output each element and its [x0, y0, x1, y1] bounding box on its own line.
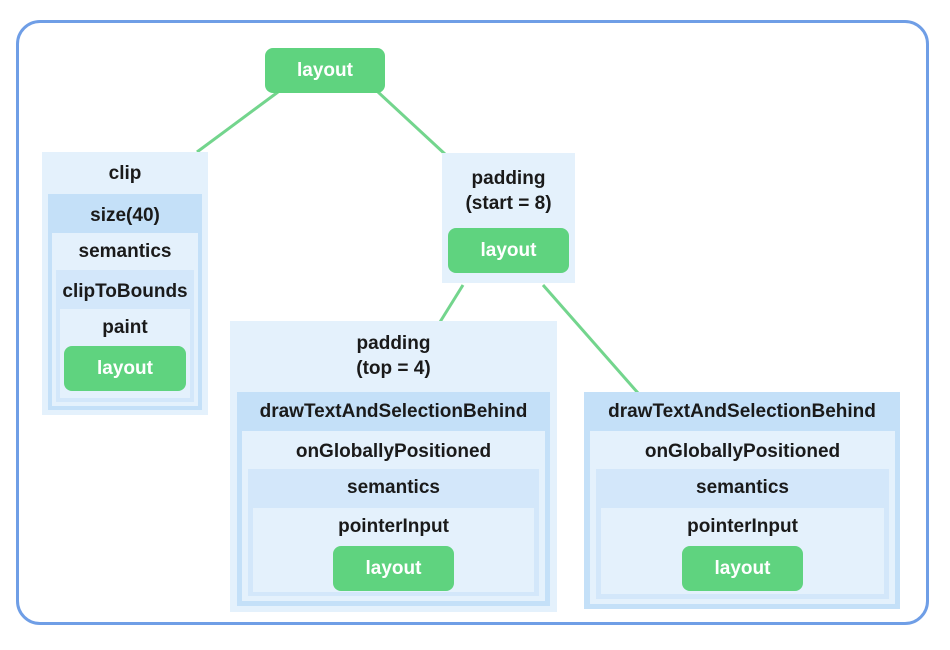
- draw-text-label-right: drawTextAndSelectionBehind: [608, 401, 876, 422]
- root-layout-node: layout: [265, 48, 385, 93]
- pointer-label-right: pointerInput: [687, 516, 798, 537]
- padding-start-layout-node: layout: [448, 228, 569, 273]
- clip-label: clip: [108, 163, 142, 184]
- size-label: size(40): [90, 205, 160, 226]
- right-layout-node: layout: [682, 546, 803, 591]
- edge-padding-to-right: [541, 284, 640, 394]
- edge-padding-to-mid: [438, 284, 465, 323]
- edge-root-left: [196, 90, 279, 154]
- clip-to-bounds-label: clipToBounds: [62, 281, 188, 302]
- left-layout-node: layout: [64, 346, 186, 391]
- globally-label-mid: onGloballyPositioned: [295, 441, 492, 462]
- pointer-label-mid: pointerInput: [338, 516, 449, 537]
- globally-label-right: onGloballyPositioned: [644, 441, 841, 462]
- semantics-label-right: semantics: [696, 477, 789, 498]
- semantics-label-left: semantics: [78, 241, 172, 262]
- padding-top-line1: padding: [356, 333, 431, 354]
- padding-top-line2: (top = 4): [356, 358, 431, 379]
- padding-start-line2: (start = 8): [465, 193, 552, 214]
- padding-start-line1: padding: [471, 168, 546, 189]
- edge-root-right: [376, 90, 448, 157]
- mid-layout-node: layout: [333, 546, 454, 591]
- paint-label: paint: [102, 317, 148, 338]
- semantics-label-mid: semantics: [347, 477, 440, 498]
- draw-text-label-mid: drawTextAndSelectionBehind: [259, 401, 528, 422]
